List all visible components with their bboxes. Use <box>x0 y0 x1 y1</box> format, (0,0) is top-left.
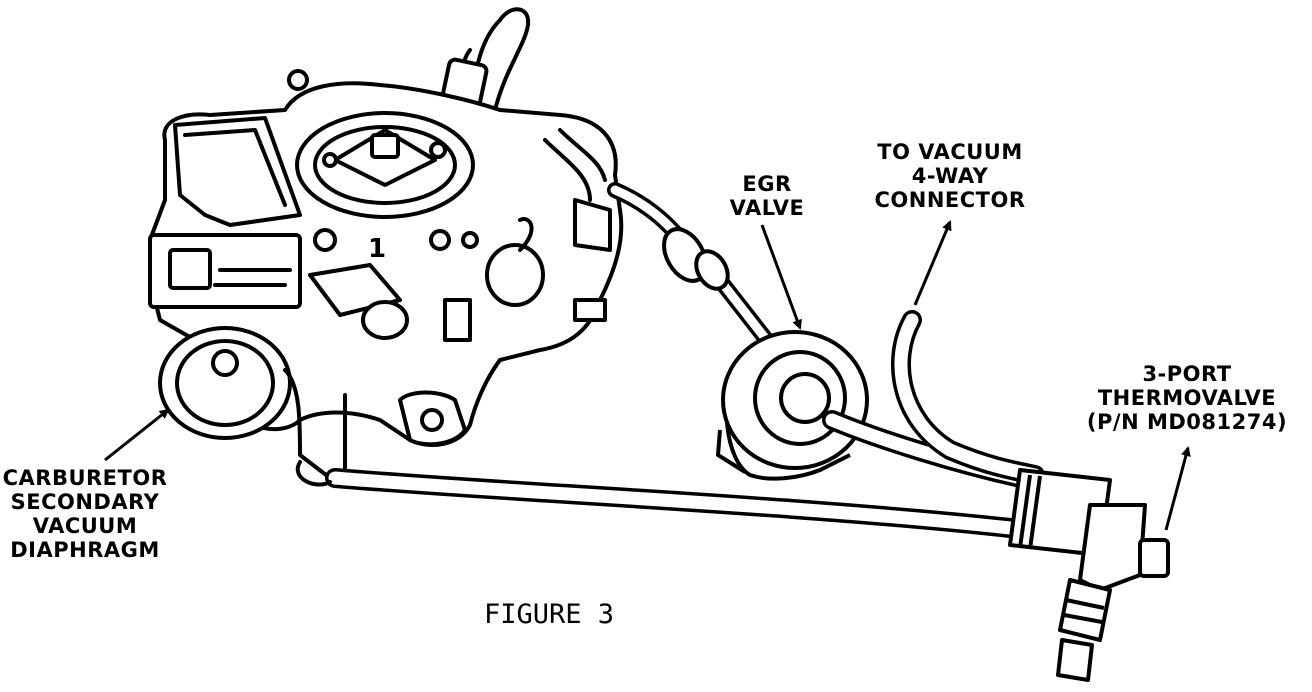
label-line: VALVE <box>729 196 805 220</box>
egr-to-thermovalve-hose <box>822 310 1045 490</box>
thermovalve-label: 3-PORT THERMOVALVE (P/N MD081274) <box>1080 362 1294 434</box>
label-line: 3-PORT <box>1142 362 1232 386</box>
label-line: (P/N MD081274) <box>1086 410 1288 434</box>
label-line: EGR <box>742 172 792 196</box>
thermovalve-arrow <box>1164 446 1191 531</box>
label-line: CONNECTOR <box>874 188 1026 212</box>
label-line: SECONDARY <box>10 490 160 514</box>
vacuum-connector-arrow <box>913 220 952 306</box>
egr-valve-arrow <box>760 224 802 330</box>
label-line: THERMOVALVE <box>1097 386 1277 410</box>
egr-valve <box>662 227 869 481</box>
carburetor-diaphragm-arrow <box>104 408 170 462</box>
vacuum-connector-label: TO VACUUM 4-WAY CONNECTOR <box>858 140 1042 212</box>
egr-valve-label: EGR VALVE <box>722 172 812 220</box>
thermovalve <box>1008 468 1170 682</box>
carburetor-number-marking: 1 <box>368 234 386 264</box>
label-line: DIAPHRAGM <box>10 538 160 562</box>
leader-arrows <box>104 220 1191 531</box>
figure-caption: FIGURE 3 <box>484 599 615 630</box>
label-line: 4-WAY <box>911 164 989 188</box>
label-line: CARBURETOR <box>2 466 168 490</box>
carburetor-diaphragm-label: CARBURETOR SECONDARY VACUUM DIAPHRAGM <box>0 466 170 562</box>
carburetor-assembly <box>148 7 624 480</box>
label-line: VACUUM <box>32 514 138 538</box>
label-line: TO VACUUM <box>877 140 1023 164</box>
main-vacuum-hose <box>295 460 1020 538</box>
